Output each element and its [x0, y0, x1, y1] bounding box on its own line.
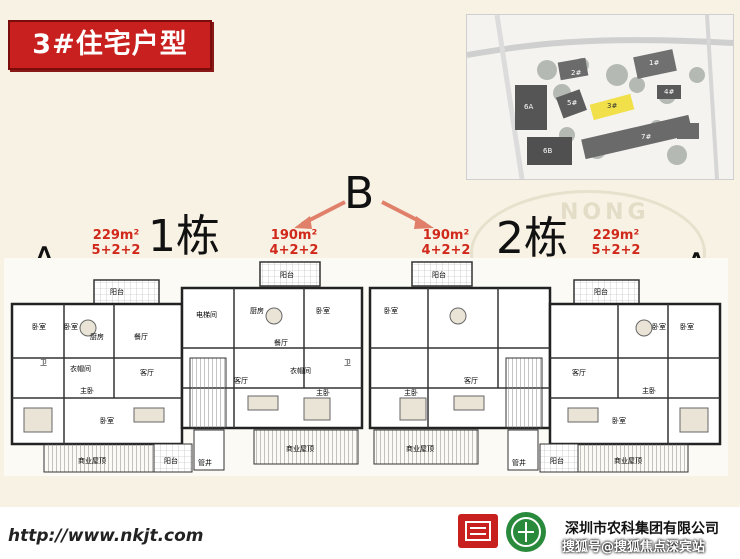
room-label: 阳台 [432, 271, 446, 279]
map-label-6b: 6B [543, 147, 553, 155]
room-label: 电梯间 [196, 311, 217, 319]
room-label: 阳台 [280, 271, 294, 279]
arrow-left-icon [294, 216, 312, 229]
room-label: 厨房 [250, 307, 264, 315]
room-label: 卧室 [680, 323, 694, 331]
room-label: 管井 [512, 459, 526, 467]
type-b-arrows [294, 200, 434, 229]
unit-area: 190m² [422, 228, 470, 243]
type-b-label: B [344, 168, 375, 219]
room-label: 卧室 [100, 417, 114, 425]
map-label-5: 5# [567, 99, 578, 107]
map-label-3: 3# [607, 102, 618, 110]
room-label: 餐厅 [274, 339, 288, 347]
room-label: 商业屋顶 [406, 445, 434, 453]
room-label: 主卧 [80, 387, 94, 395]
room-label: 商业屋顶 [286, 445, 314, 453]
page-title: 3#住宅户型 [32, 29, 188, 60]
room-label: 卧室 [612, 417, 626, 425]
room-label: 卧室 [316, 307, 330, 315]
title-banner: 3#住宅户型 [8, 20, 212, 70]
room-label: 主卧 [404, 389, 418, 397]
room-label: 商业屋顶 [614, 457, 642, 465]
website-url[interactable]: http://www.nkjt.com [8, 526, 204, 546]
map-label-7: 7# [641, 133, 652, 141]
room-label: 衣帽间 [290, 367, 311, 375]
room-label: 主卧 [316, 389, 330, 397]
room-label: 客厅 [234, 377, 248, 385]
map-label-2: 2# [571, 69, 582, 77]
unit-label-3: 190m² 4+2+2 [418, 228, 474, 258]
unit-layout: 5+2+2 [91, 243, 141, 258]
company-logo-icon [458, 514, 498, 548]
floor-plan-drawing [4, 258, 728, 476]
room-label: 阳台 [164, 457, 178, 465]
unit-layout: 4+2+2 [421, 243, 471, 258]
unit-area: 229m² [92, 228, 140, 243]
unit-label-4: 229m² 5+2+2 [588, 228, 644, 258]
room-label: 卧室 [384, 307, 398, 315]
room-label: 餐厅 [134, 333, 148, 341]
map-label-6a: 6A [524, 103, 534, 111]
unit-label-1: 229m² 5+2+2 [88, 228, 144, 258]
floor-plan: 阳台 阳台 阳台 阳台 卧室 卧室 厨房 餐厅 电梯间 厨房 餐厅 卧室 卧室 … [4, 258, 728, 476]
background-emblem-text: NONG [560, 200, 650, 225]
room-label: 客厅 [464, 377, 478, 385]
unit-layout: 5+2+2 [591, 243, 641, 258]
unit-area: 229m² [592, 228, 640, 243]
room-label: 管井 [198, 459, 212, 467]
room-label: 卧室 [64, 323, 78, 331]
site-map: 2# 1# 3# 5# 6A 6B 7# 4# [466, 14, 734, 180]
watermark: 搜狐号@搜狐焦点深宾站 [562, 540, 706, 555]
room-label: 衣帽间 [70, 365, 91, 373]
map-label-4: 4# [664, 88, 675, 96]
room-label: 阳台 [594, 288, 608, 296]
building-1-label: 1栋 [148, 211, 220, 262]
building-2-label: 2栋 [496, 213, 568, 264]
map-label-1: 1# [649, 59, 660, 67]
room-label: 客厅 [572, 369, 586, 377]
room-label: 阳台 [550, 457, 564, 465]
room-label: 卧室 [652, 323, 666, 331]
room-label: 厨房 [90, 333, 104, 341]
agri-logo-icon [506, 512, 546, 552]
room-label: 卫 [344, 359, 351, 367]
room-label: 客厅 [140, 369, 154, 377]
unit-layout: 4+2+2 [269, 243, 319, 258]
unit-area: 190m² [270, 228, 318, 243]
footer-bar [0, 507, 740, 559]
company-name: 深圳市农科集团有限公司 [565, 521, 719, 537]
room-label: 阳台 [110, 288, 124, 296]
site-map-drawing [466, 14, 734, 180]
room-label: 卧室 [32, 323, 46, 331]
arrow-right-icon [414, 216, 434, 229]
room-label: 卫 [40, 359, 47, 367]
room-label: 商业屋顶 [78, 457, 106, 465]
room-label: 主卧 [642, 387, 656, 395]
unit-label-2: 190m² 4+2+2 [266, 228, 322, 258]
